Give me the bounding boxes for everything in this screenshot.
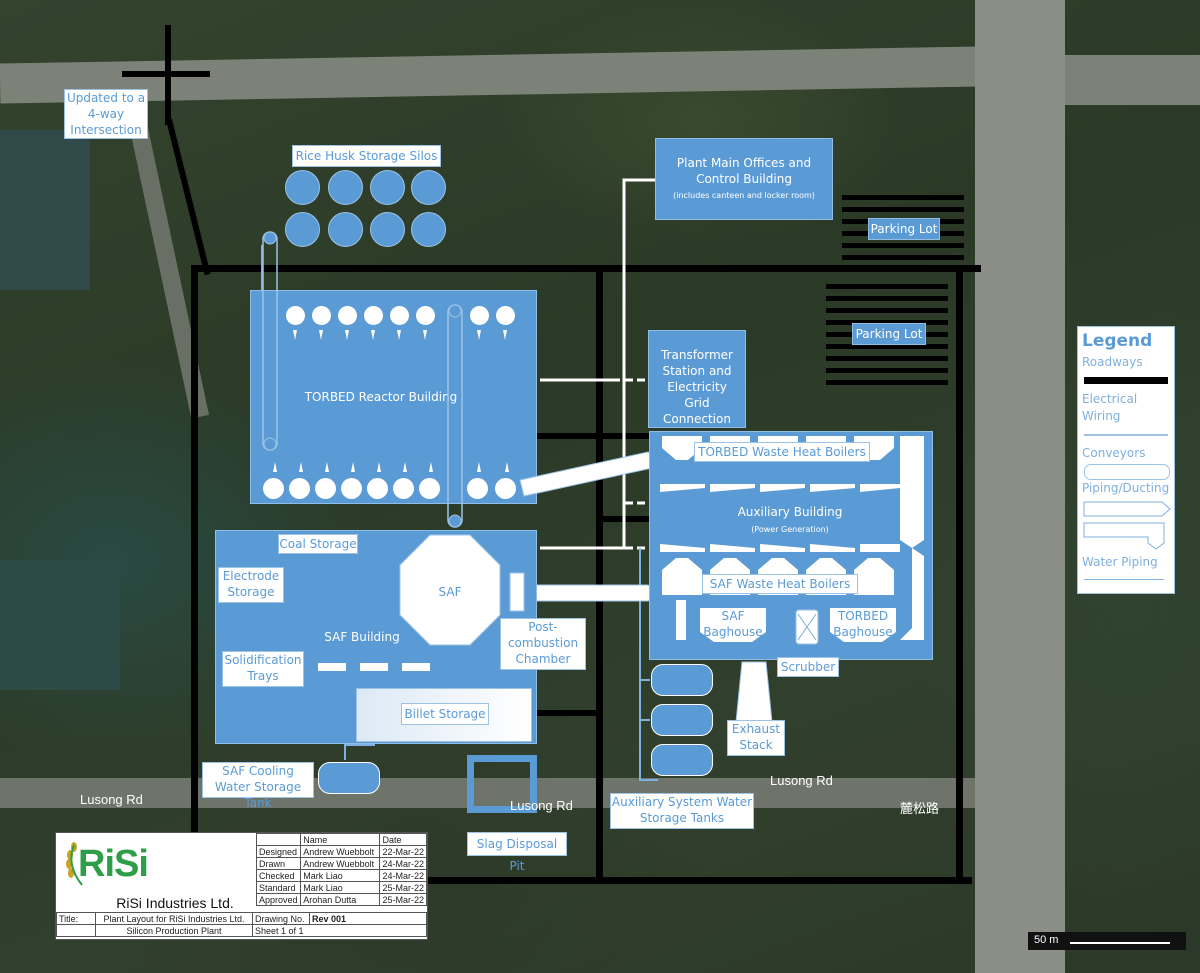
saf-building-label: SAF Building bbox=[324, 630, 400, 644]
post-combustion-label: Post-combustion Chamber bbox=[500, 618, 586, 670]
torbed-reactor-building: TORBED Reactor Building bbox=[250, 290, 537, 504]
sheet-number: Sheet 1 of 1 bbox=[252, 924, 427, 937]
legend-conveyor-sample bbox=[1084, 464, 1170, 480]
aux-water-tank-3 bbox=[651, 744, 713, 776]
legend-electrical: Electrical Wiring bbox=[1082, 392, 1138, 423]
plant-offices-sub: (includes canteen and locker room) bbox=[673, 191, 815, 200]
risi-logo-text: RiSi bbox=[78, 843, 149, 885]
legend-title: Legend bbox=[1082, 331, 1153, 351]
parking-lot-2: Parking Lot bbox=[852, 323, 926, 345]
roadway bbox=[603, 516, 649, 522]
bg-highway-east bbox=[1065, 55, 1200, 105]
legend-conveyors: Conveyors bbox=[1082, 446, 1146, 460]
roadway bbox=[956, 270, 963, 882]
bg-main-road bbox=[975, 0, 1065, 973]
legend-water-sample bbox=[1084, 579, 1164, 580]
scale-label: 50 m bbox=[1034, 934, 1059, 946]
roadway bbox=[420, 877, 972, 884]
roadway bbox=[596, 270, 603, 882]
saf-label: SAF bbox=[438, 585, 462, 599]
legend-water: Water Piping bbox=[1082, 555, 1158, 569]
slag-pit-label: Slag Disposal Pit bbox=[467, 832, 567, 873]
intersection-note: Updated to a 4-way Intersection bbox=[64, 89, 148, 139]
saf-cooling-tank-label: SAF Cooling Water Storage Tank bbox=[202, 762, 314, 810]
roadway bbox=[191, 265, 198, 835]
legend-piping-sample bbox=[1083, 501, 1171, 550]
bg-lusong-rd bbox=[0, 778, 975, 808]
solidification-trays-label: Solidification Trays bbox=[222, 651, 304, 687]
rice-husk-silos-label: Rice Husk Storage Silos bbox=[292, 145, 441, 167]
torbed-boilers-label: TORBED Waste Heat Boilers bbox=[694, 442, 870, 462]
roadway bbox=[536, 433, 598, 439]
bg-pond bbox=[0, 130, 90, 290]
scrubber-label: Scrubber bbox=[777, 657, 839, 677]
drawing-no: Rev 001 bbox=[309, 912, 427, 925]
parking-lot-1: Parking Lot bbox=[868, 218, 940, 240]
title-line-2: Silicon Production Plant bbox=[95, 924, 253, 937]
title-line-1: Plant Layout for RiSi Industries Ltd. bbox=[95, 912, 253, 925]
col-date-header: Date bbox=[379, 833, 427, 846]
slag-disposal-pit bbox=[467, 755, 537, 813]
road-label-lusong-mid: Lusong Rd bbox=[510, 798, 573, 813]
legend-road-sample bbox=[1084, 377, 1168, 384]
risi-logo bbox=[66, 842, 83, 886]
company-name: RiSi Industries Ltd. bbox=[116, 895, 234, 911]
col-name-header: Name bbox=[300, 833, 381, 846]
legend-piping: Piping/Ducting bbox=[1082, 481, 1170, 495]
roadway bbox=[603, 433, 649, 439]
parking-lot-2-label: Parking Lot bbox=[855, 327, 923, 341]
saf-cooling-tank bbox=[318, 762, 380, 794]
road-label-lusong-west: Lusong Rd bbox=[80, 792, 143, 807]
exhaust-stack-label: Exhaust Stack bbox=[727, 720, 785, 756]
aux-water-tank-2 bbox=[651, 704, 713, 736]
plant-main-offices: Plant Main Offices and Control Building … bbox=[655, 138, 833, 220]
roadway bbox=[536, 710, 598, 716]
billet-storage: Billet Storage bbox=[356, 688, 532, 742]
legend-roadways: Roadways bbox=[1082, 355, 1143, 369]
parking-lot-1-label: Parking Lot bbox=[870, 222, 938, 236]
road-label-lusong-east: Lusong Rd bbox=[770, 773, 833, 788]
aux-water-tanks-label: Auxiliary System Water Storage Tanks bbox=[610, 793, 754, 829]
scale-bar: 50 m bbox=[1028, 932, 1186, 950]
saf-boilers-label: SAF Waste Heat Boilers bbox=[702, 574, 858, 594]
torbed-baghouse-label: TORBED Baghouse bbox=[833, 609, 893, 639]
torbed-reactor-label: TORBED Reactor Building bbox=[304, 390, 458, 404]
electrode-storage-label: Electrode Storage bbox=[218, 567, 284, 603]
saf-baghouse-label: SAF Baghouse bbox=[703, 609, 763, 639]
aux-water-tank-1 bbox=[651, 664, 713, 696]
bg-pond-2 bbox=[0, 560, 120, 690]
billet-storage-label: Billet Storage bbox=[401, 703, 489, 725]
transformer-label: Transformer Station and Electricity Grid… bbox=[660, 348, 733, 426]
legend-electrical-sample bbox=[1084, 434, 1168, 436]
coal-storage-label: Coal Storage bbox=[278, 534, 358, 554]
legend: Legend Roadways Electrical Wiring Convey… bbox=[1077, 326, 1175, 594]
roadway bbox=[165, 25, 171, 125]
title-label: Title: bbox=[56, 912, 96, 925]
roadway bbox=[191, 265, 981, 272]
title-table: Title: Plant Layout for RiSi Industries … bbox=[56, 912, 427, 937]
auxiliary-building-sub: (Power Generation) bbox=[751, 525, 829, 534]
auxiliary-building-label: Auxiliary Building bbox=[737, 505, 843, 519]
road-label-chinese: 麓松路 bbox=[900, 802, 940, 817]
plant-offices-label: Plant Main Offices and Control Building bbox=[676, 156, 812, 186]
drawing-no-label: Drawing No. bbox=[252, 912, 310, 925]
transformer-station: Transformer Station and Electricity Grid… bbox=[648, 330, 746, 428]
